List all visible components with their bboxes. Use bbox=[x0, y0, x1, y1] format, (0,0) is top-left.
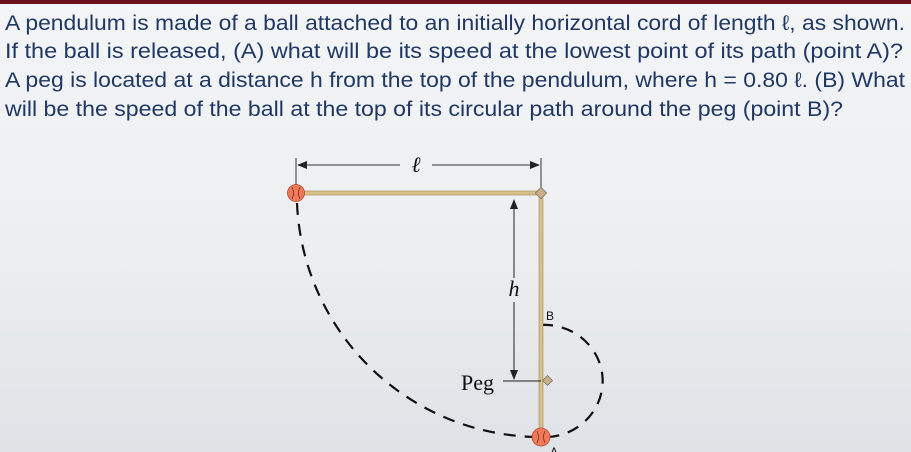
height-dimension: h bbox=[503, 199, 541, 382]
peg-loop-path bbox=[540, 323, 604, 439]
peg-label: Peg bbox=[461, 370, 494, 395]
length-label: ℓ bbox=[411, 152, 421, 177]
question-line-4: will be the speed of the ball at the top… bbox=[4, 98, 843, 121]
question-line-3: A peg is located at a distance h from th… bbox=[5, 69, 905, 92]
question-line-1: A pendulum is made of a ball attached to… bbox=[5, 12, 905, 35]
swing-path bbox=[295, 202, 542, 439]
question-line-2: If the ball is released, (A) what will b… bbox=[5, 40, 903, 63]
point-a-label: A bbox=[550, 445, 558, 452]
pivot-icon bbox=[534, 186, 548, 200]
question-text: A pendulum is made of a ball attached to… bbox=[4, 12, 905, 121]
peg-icon bbox=[541, 374, 554, 387]
ball-start-icon bbox=[287, 184, 305, 202]
vertical-cord bbox=[538, 192, 544, 434]
point-b-label: B bbox=[546, 309, 554, 323]
horizontal-cord bbox=[299, 190, 542, 196]
length-dimension: ℓ bbox=[295, 152, 542, 188]
top-accent-bar bbox=[0, 0, 911, 4]
ball-bottom-icon bbox=[531, 427, 551, 447]
height-label: h bbox=[509, 276, 520, 301]
